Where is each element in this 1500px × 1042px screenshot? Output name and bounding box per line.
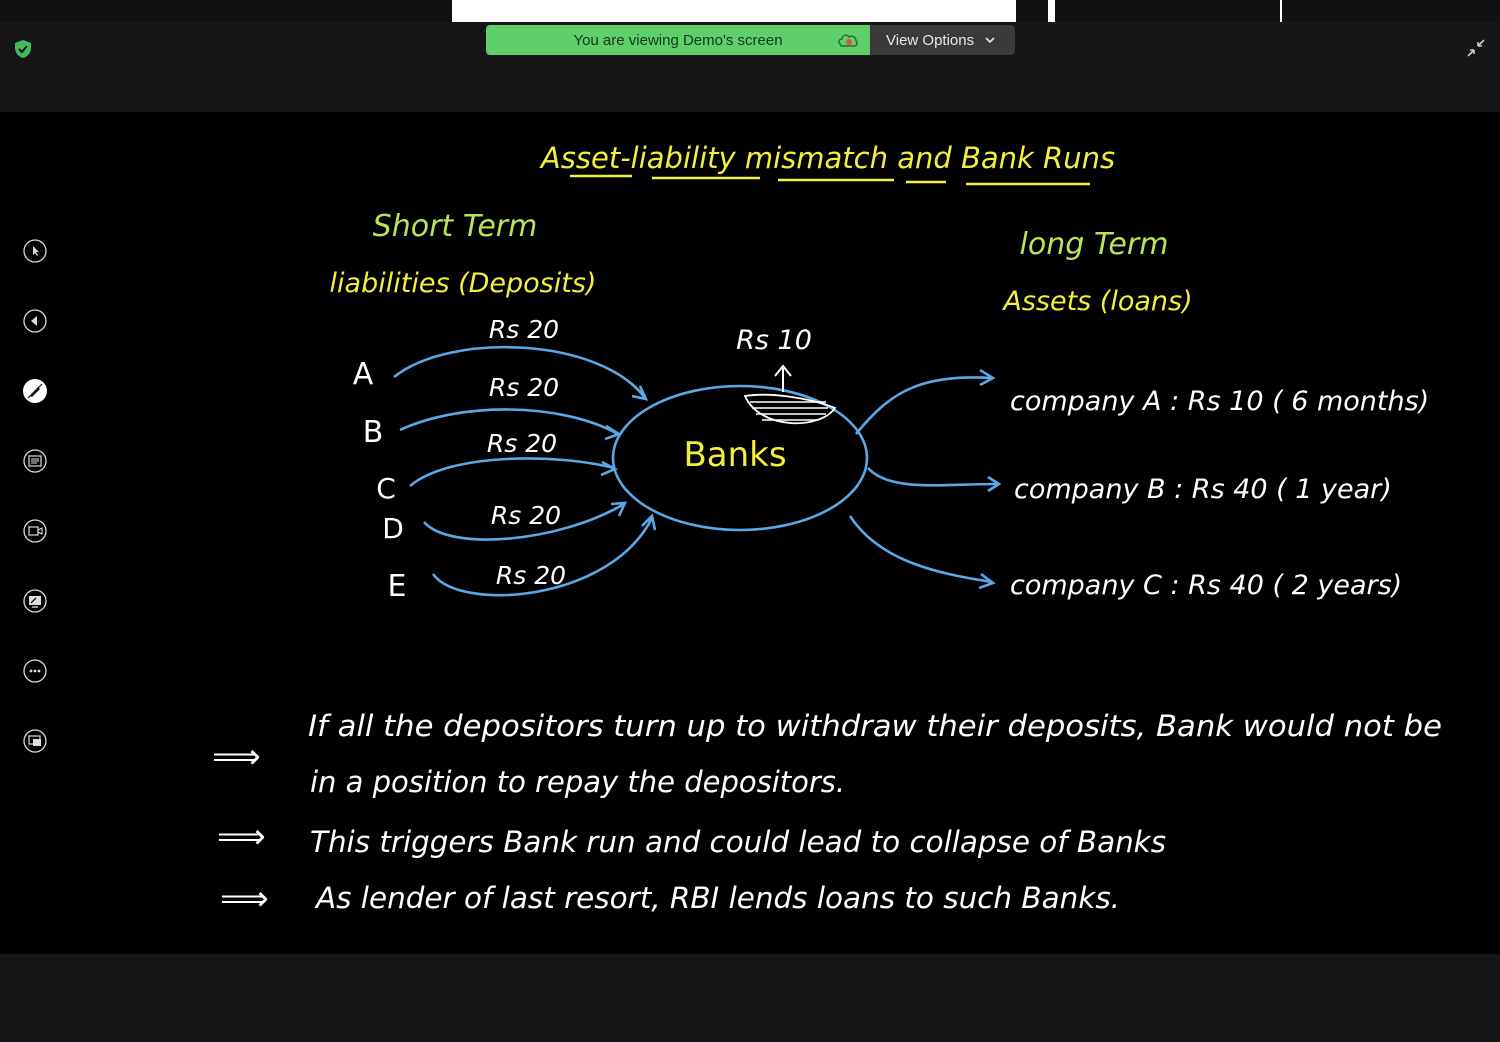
- depositor-label: A: [353, 357, 374, 392]
- whiteboard-tool-icon[interactable]: [20, 586, 50, 616]
- loan-arrow-a: [854, 376, 993, 435]
- strip-block: [1282, 0, 1500, 22]
- pen-tool-icon[interactable]: [20, 376, 50, 406]
- reserve-scoop: [743, 364, 837, 425]
- deposit-amount: Rs 20: [487, 429, 557, 458]
- deposit-amount: Rs 20: [489, 315, 559, 344]
- loan-arrow-c: [848, 515, 993, 584]
- pointer-tool-icon[interactable]: [20, 236, 50, 266]
- bank-ellipse: [611, 384, 869, 532]
- deposit-amount: Rs 20: [496, 561, 566, 590]
- whiteboard-canvas: Asset-liability mismatch and Bank Runs S…: [212, 141, 1442, 919]
- depositor-label: D: [382, 512, 404, 545]
- collapse-arrows-icon[interactable]: [1466, 38, 1486, 58]
- view-options-button[interactable]: View Options: [870, 25, 1015, 55]
- deposit-arrow-c: [409, 457, 615, 487]
- screen-share-text: You are viewing Demo's screen: [573, 31, 783, 49]
- depositor-label: B: [363, 415, 384, 450]
- arrowhead: [631, 385, 649, 401]
- loan-company-c: company C : Rs 40 ( 2 years): [1010, 570, 1402, 601]
- arrowhead: [641, 513, 657, 531]
- note-arrow: ⟹: [217, 817, 266, 857]
- title-underline: [570, 174, 1090, 186]
- note-line-4: As lender of last resort, RBI lends loan…: [314, 881, 1120, 915]
- strip-block: [1055, 0, 1280, 22]
- chevron-down-icon: [985, 37, 995, 44]
- strip-block: [0, 0, 452, 22]
- withdraw-amount: Rs 10: [736, 325, 812, 356]
- arrowhead: [600, 460, 618, 477]
- meeting-footer: [0, 954, 1500, 1042]
- loan-company-a: company A : Rs 10 ( 6 months): [1010, 386, 1429, 417]
- arrowhead: [610, 501, 628, 517]
- text-tool-icon[interactable]: [20, 446, 50, 476]
- depositor-label: C: [376, 472, 396, 505]
- depositor-label: E: [388, 569, 407, 604]
- deposit-arrows: [393, 345, 657, 597]
- deposit-amount: Rs 20: [491, 501, 561, 530]
- arrowhead: [987, 475, 1002, 493]
- bank-label: Banks: [683, 435, 786, 475]
- deposit-arrow-b: [399, 408, 619, 436]
- note-line-1: If all the depositors turn up to withdra…: [308, 709, 1442, 743]
- right-heading-line1: long Term: [1020, 227, 1169, 262]
- loan-company-b: company B : Rs 40 ( 1 year): [1014, 474, 1392, 505]
- top-strip: [0, 0, 1500, 22]
- camera-tool-icon[interactable]: [20, 516, 50, 546]
- note-line-2: in a position to repay the depositors.: [310, 765, 845, 799]
- screen-share-tool-icon[interactable]: [20, 726, 50, 756]
- deposit-amount: Rs 20: [489, 373, 559, 402]
- whiteboard-area: [0, 112, 1500, 954]
- left-heading-line1: Short Term: [373, 209, 538, 244]
- back-tool-icon[interactable]: [20, 306, 50, 336]
- screen-share-banner: You are viewing Demo's screen: [486, 25, 870, 55]
- arrowhead: [604, 424, 622, 441]
- note-line-3: This triggers Bank run and could lead to…: [310, 825, 1166, 859]
- arrowhead: [978, 572, 996, 590]
- note-arrow: ⟹: [220, 879, 269, 919]
- arrowhead: [979, 368, 996, 387]
- deposit-arrow-d: [423, 502, 625, 541]
- strip-block: [1016, 0, 1048, 22]
- right-heading-line2: Assets (loans): [1001, 286, 1192, 317]
- loan-arrow-b: [867, 467, 999, 487]
- shield-check-icon[interactable]: [13, 39, 33, 59]
- more-options-icon[interactable]: [20, 656, 50, 686]
- view-options-label: View Options: [886, 31, 975, 49]
- deposit-arrow-e: [431, 517, 654, 597]
- deposit-arrow-a: [393, 345, 647, 399]
- whiteboard-title: Asset-liability mismatch and Bank Runs: [539, 141, 1115, 175]
- cloud-record-icon[interactable]: [836, 31, 860, 49]
- note-arrow: ⟹: [212, 737, 261, 777]
- left-heading-line2: liabilities (Deposits): [330, 268, 597, 299]
- loan-arrows: [848, 368, 1002, 590]
